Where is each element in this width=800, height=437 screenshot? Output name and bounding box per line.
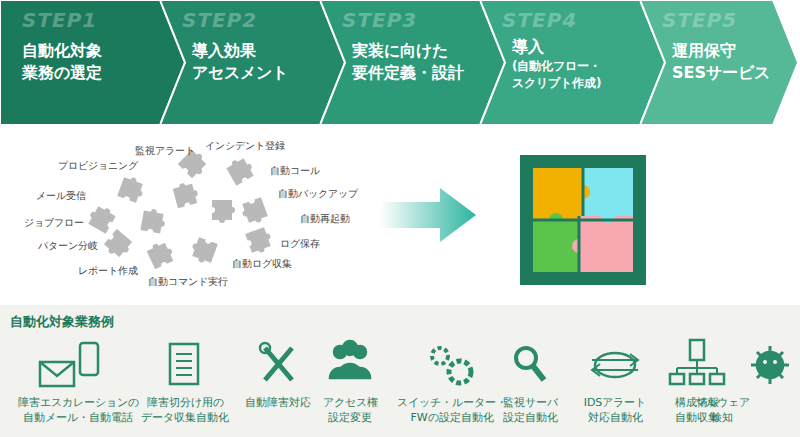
- step-title: 運用保守 SESサービス: [672, 40, 800, 84]
- task-caption: IDSアラート 対応自動化: [540, 395, 690, 425]
- task-caption: マルウェア 検知: [647, 395, 797, 425]
- step-chevron: STEP1 自動化対象 業務の選定: [0, 0, 185, 125]
- step-number: STEP3: [342, 8, 417, 32]
- task-label: 自動ログ収集: [232, 258, 292, 270]
- step-chevron: STEP2 導入効果 アセスメント: [160, 0, 345, 125]
- step-body: 運用保守 SESサービス: [672, 40, 800, 84]
- task-label: パターン分岐: [38, 240, 98, 252]
- step-title: 自動化対象 業務の選定: [22, 40, 172, 84]
- task-label: メール受信: [36, 190, 86, 202]
- step-body: 自動化対象 業務の選定: [22, 40, 172, 84]
- task-caption: 監視サーバ 設定自動化: [455, 395, 605, 425]
- task-label: 自動再起動: [300, 213, 350, 225]
- step-body: 導入(自動化フロー・ スクリプト作成): [512, 36, 662, 92]
- task-label: ログ保存: [280, 238, 320, 250]
- task-label: 自動コマンド実行: [148, 276, 228, 288]
- step-body: 導入効果 アセスメント: [192, 40, 342, 84]
- assembled-puzzle: [520, 155, 646, 285]
- task-label: プロビジョニング: [58, 160, 138, 172]
- gradient-arrow: [380, 188, 476, 242]
- task-label: レポート作成: [78, 265, 138, 277]
- task-caption: 障害切分け用の データ収集自動化: [110, 395, 260, 425]
- band-ground: [0, 305, 800, 437]
- step-body: 実装に向けた 要件定義・設計: [352, 40, 502, 84]
- task-label: ジョブフロー: [24, 217, 84, 229]
- task-label: 監視アラート: [135, 145, 195, 157]
- step-chevron: STEP3 実装に向けた 要件定義・設計: [320, 0, 505, 125]
- step-number: STEP4: [502, 8, 577, 32]
- step-title: 実装に向けた 要件定義・設計: [352, 40, 502, 84]
- step-title: 導入: [512, 36, 662, 58]
- task-label: インシデント登録: [205, 140, 285, 152]
- band-title: 自動化対象業務例: [10, 313, 114, 331]
- step-number: STEP5: [662, 8, 737, 32]
- step-title: 導入効果 アセスメント: [192, 40, 342, 84]
- task-caption: 障害エスカレーションの 自動メール・自動電話: [3, 395, 153, 425]
- task-label: 自動バックアップ: [278, 188, 358, 200]
- step-number: STEP1: [22, 8, 97, 32]
- step-title: (自動化フロー・ スクリプト作成): [512, 58, 662, 92]
- step-chevron: STEP5 運用保守 SESサービス: [640, 0, 798, 125]
- step-chevron: STEP4 導入(自動化フロー・ スクリプト作成): [480, 0, 665, 125]
- task-icons: [40, 340, 789, 386]
- step-number: STEP2: [182, 8, 257, 32]
- task-label: 自動コール: [270, 165, 320, 177]
